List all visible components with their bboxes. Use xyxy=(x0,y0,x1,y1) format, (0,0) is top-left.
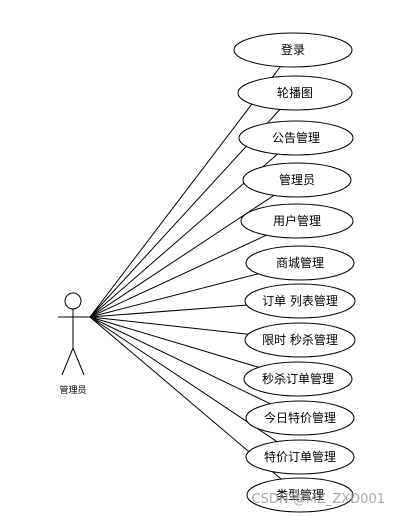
use-case-ellipse xyxy=(245,400,355,436)
actor: 管理员 xyxy=(58,292,90,396)
use-case-label: 特价订单管理 xyxy=(264,449,336,464)
use-case: 用户管理 xyxy=(240,203,354,239)
use-case-label: 登录 xyxy=(281,42,305,57)
use-case: 限时 秒杀管理 xyxy=(244,322,356,358)
use-case-label: 秒杀订单管理 xyxy=(262,371,334,386)
use-case: 登录 xyxy=(233,32,353,68)
use-case-label: 轮播图 xyxy=(277,86,313,100)
association-lines xyxy=(89,66,282,480)
association-line xyxy=(89,316,259,368)
association-line xyxy=(89,316,249,335)
use-case: 秒杀订单管理 xyxy=(243,361,353,397)
use-case-ellipse xyxy=(245,439,355,475)
use-case-label: 类型管理 xyxy=(276,487,324,502)
use-case-ellipse xyxy=(240,203,354,239)
use-case-ellipse xyxy=(246,477,354,513)
use-case-label: 今日特价管理 xyxy=(264,410,336,425)
use-case-label: 管理员 xyxy=(279,172,315,187)
association-line xyxy=(89,273,259,318)
use-case-label: 用户管理 xyxy=(273,213,321,228)
use-case: 公告管理 xyxy=(238,120,354,156)
association-line xyxy=(89,316,278,443)
association-line xyxy=(89,66,281,318)
use-case: 今日特价管理 xyxy=(245,400,355,436)
use-case-ellipse xyxy=(245,245,355,281)
use-case: 类型管理 xyxy=(246,477,354,513)
use-case: 特价订单管理 xyxy=(245,439,355,475)
use-case-label: 商城管理 xyxy=(276,255,324,270)
use-case-ellipse xyxy=(242,162,352,198)
actor-left-leg xyxy=(61,347,74,376)
use-case: 商城管理 xyxy=(245,245,355,281)
use-case-ellipse xyxy=(237,75,353,111)
use-case-label: 限时 秒杀管理 xyxy=(262,332,338,347)
actor-head xyxy=(64,292,82,310)
actor-label: 管理员 xyxy=(59,384,86,396)
use-case-label: 订单 列表管理 xyxy=(262,293,338,308)
use-case-ellipse xyxy=(244,322,356,358)
association-line xyxy=(89,234,267,318)
use-case-label: 公告管理 xyxy=(272,130,320,145)
association-line xyxy=(89,316,271,405)
use-case-ellipse xyxy=(244,283,356,319)
use-case: 订单 列表管理 xyxy=(244,283,356,319)
use-case-ellipse xyxy=(243,361,353,397)
watermark: CSDN @MZ_ZXD001 xyxy=(252,492,385,507)
actor-right-leg xyxy=(72,347,85,376)
use-case: 管理员 xyxy=(242,162,352,198)
use-case: 轮播图 xyxy=(237,75,353,111)
use-case-ellipse xyxy=(233,32,353,68)
use-case-ellipse xyxy=(238,120,354,156)
association-line xyxy=(89,304,247,318)
